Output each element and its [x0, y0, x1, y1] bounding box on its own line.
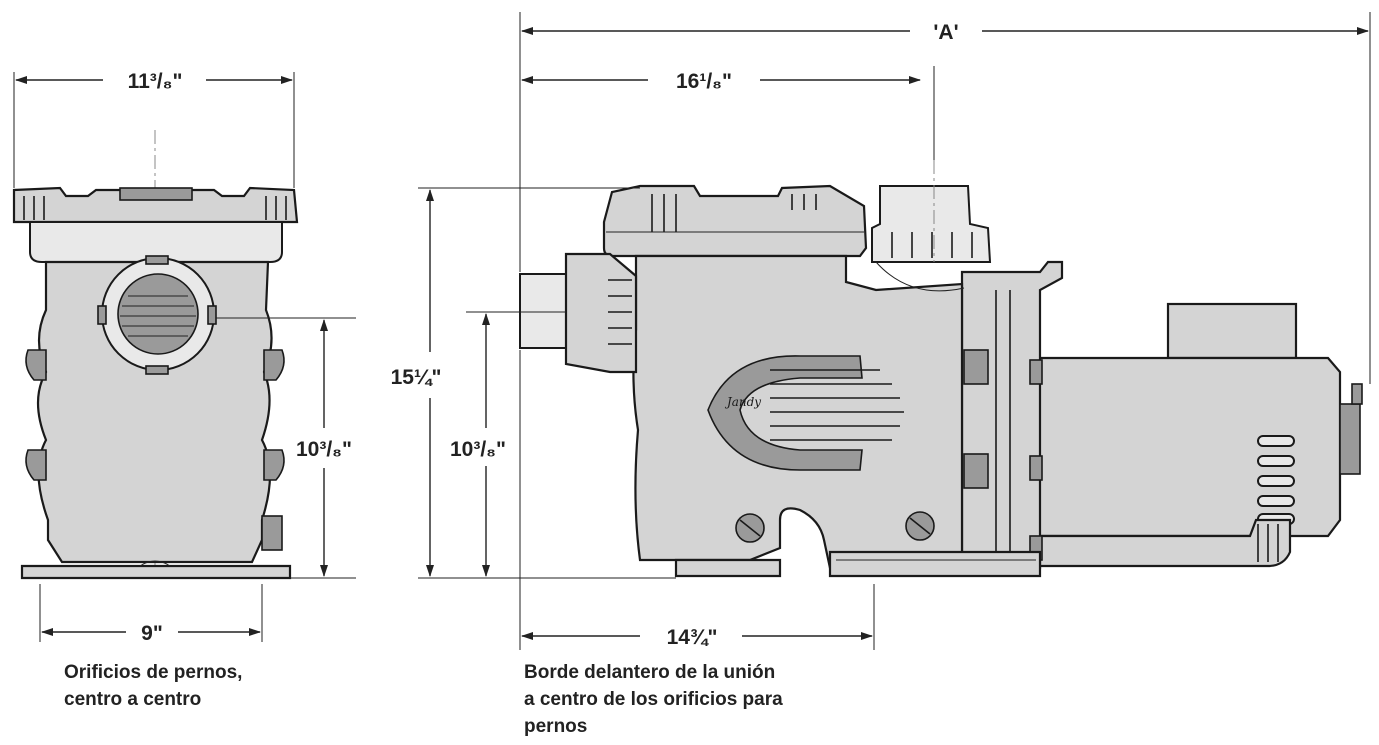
front-dimensions: 11³/₈" 10³/₈" 9": [13, 70, 356, 645]
side-front-swoosh: [707, 355, 863, 471]
front-right-lug-upper: [263, 349, 285, 381]
side-outlet-union: [871, 185, 992, 263]
side-height-label: 15¼": [391, 366, 442, 389]
front-inlet-tab-left: [97, 305, 107, 325]
jandy-logo: Jandy: [724, 395, 761, 409]
side-inlet-label: 10³/₈": [450, 438, 506, 461]
front-lid-ribs: [23, 196, 287, 220]
side-motor-shaft-cap: [1351, 383, 1363, 405]
side-union-outlet-label: 16¹/₈": [676, 70, 732, 93]
side-drain-plug-rear: [905, 511, 935, 541]
side-drain-plug-front: [735, 513, 765, 543]
side-bolt-label: 14¾": [667, 626, 718, 649]
side-caption-line1: Borde delantero de la unión: [524, 662, 775, 683]
front-lid-band: [29, 221, 283, 263]
side-seal-plate-lines: [995, 290, 1011, 566]
front-caption-line2: centro a centro: [64, 689, 201, 710]
front-inlet-tab-right: [207, 305, 217, 325]
front-caption-line1: Orificios de pernos,: [64, 662, 242, 683]
front-inlet-tab-bottom: [145, 365, 169, 375]
front-lid-knob: [119, 187, 193, 201]
front-inlet-grille-lines: [120, 295, 196, 337]
side-outlet-neck: [875, 261, 965, 292]
front-left-lug-upper: [25, 349, 47, 381]
side-inlet-ribs: [608, 279, 632, 345]
front-height-label: 10³/₈": [296, 438, 352, 461]
front-inlet-grille: [117, 273, 199, 355]
side-strainer-lid: [602, 184, 868, 258]
front-width-label: 11³/₈": [128, 70, 183, 93]
side-motor-vents: [1257, 435, 1295, 525]
side-dimensions: 'A' 16¹/₈" 15¼" 10³/₈" 14¾": [391, 12, 1371, 650]
front-base-notch: [139, 560, 171, 567]
side-caption-line2: a centro de los orificios para: [524, 689, 783, 710]
side-motor-end-cap: [1339, 403, 1361, 475]
front-base: [20, 564, 292, 580]
side-front-foot: [674, 558, 782, 578]
front-bolt-label: 9": [141, 622, 163, 645]
front-inlet-tab-top: [145, 255, 169, 265]
front-left-lug-lower: [25, 449, 47, 481]
side-front-fins: [770, 369, 904, 441]
side-inlet-union: [564, 252, 638, 374]
side-motor-junction-box: [1166, 302, 1298, 360]
side-view-pump: Jandy: [519, 160, 1363, 578]
side-lid-ribs: [651, 194, 817, 232]
side-caption-line3: pernos: [524, 716, 587, 737]
front-drain-plug: [261, 515, 283, 551]
side-motor-base-ribs: [1257, 524, 1279, 562]
side-seal-plate-bolts: [963, 349, 1043, 561]
side-rear-base: [828, 550, 1042, 578]
side-motor-base: [1028, 518, 1292, 568]
front-right-lug-lower: [263, 449, 285, 481]
front-view-pump: [12, 130, 299, 580]
side-overall-label: 'A': [933, 21, 958, 44]
front-lid-top: [12, 186, 299, 224]
side-outlet-ribs: [891, 232, 973, 258]
side-inlet-pipe: [519, 273, 567, 349]
side-motor-housing: [1028, 356, 1342, 538]
